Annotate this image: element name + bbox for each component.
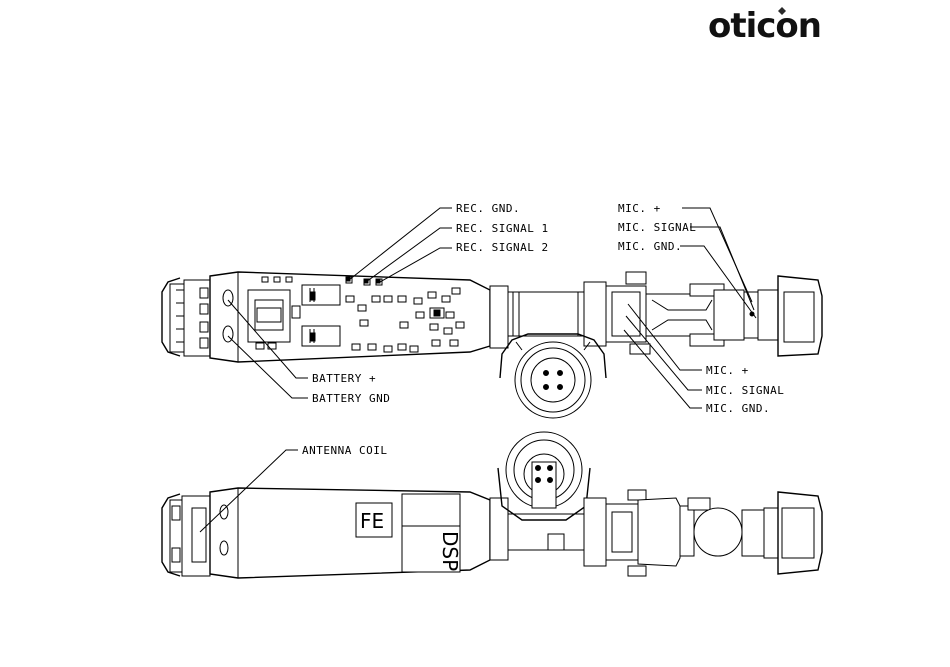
label-battery-plus: BATTERY +: [312, 372, 376, 385]
label-rec-signal-2: REC. SIGNAL 2: [456, 241, 549, 254]
receiver-wheel-bottom: [498, 432, 590, 520]
label-antenna-coil: ANTENNA COIL: [302, 444, 387, 457]
label-mic-signal-upper: MIC. SIGNAL: [618, 221, 696, 234]
logo-text: oticon: [708, 6, 821, 46]
label-rec-gnd: REC. GND.: [456, 202, 520, 215]
label-rec-signal-1: REC. SIGNAL 1: [456, 222, 549, 235]
oticon-logo: oticon: [708, 6, 821, 46]
label-mic-signal-lower: MIC. SIGNAL: [706, 384, 784, 397]
fe-chip-label: FE: [360, 509, 384, 533]
bottom-view-assembly: FE DSP: [162, 432, 822, 578]
dsp-chip-label: DSP: [438, 531, 462, 571]
label-battery-gnd: BATTERY GND: [312, 392, 390, 405]
smd-components: [346, 277, 464, 352]
receiver-wheel: [500, 334, 606, 418]
label-mic-plus-upper: MIC. +: [618, 202, 661, 215]
label-mic-gnd-lower: MIC. GND.: [706, 402, 770, 415]
label-mic-plus-lower: MIC. +: [706, 364, 749, 377]
label-mic-gnd-upper: MIC. GND.: [618, 240, 682, 253]
